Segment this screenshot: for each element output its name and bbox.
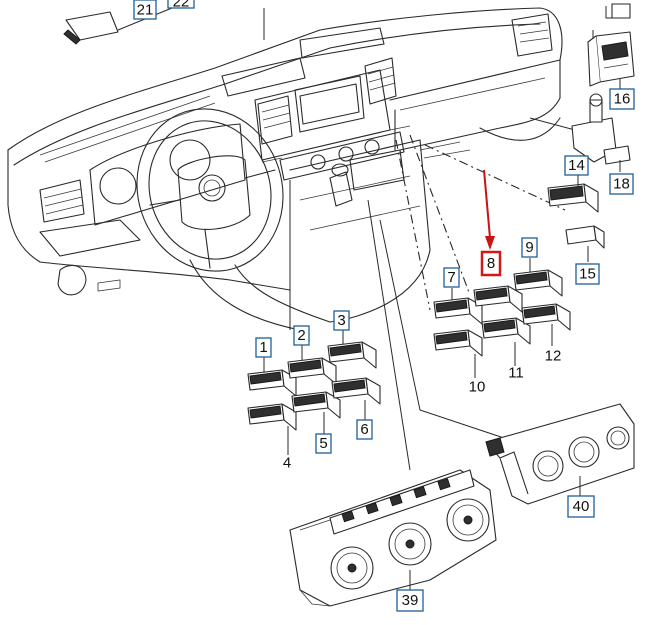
svg-text:22: 22 — [173, 0, 190, 11]
label-39: 39 — [396, 589, 424, 612]
svg-text:5: 5 — [319, 435, 327, 452]
svg-text:10: 10 — [469, 379, 486, 396]
svg-text:2: 2 — [297, 327, 305, 344]
svg-text:8: 8 — [487, 255, 495, 272]
switch-group-right — [433, 258, 571, 378]
svg-text:40: 40 — [573, 498, 590, 515]
switch-10[interactable] — [433, 329, 483, 357]
svg-text:11: 11 — [508, 365, 524, 382]
svg-text:4: 4 — [283, 455, 291, 472]
svg-text:1: 1 — [259, 339, 267, 356]
switch-4[interactable] — [247, 403, 297, 431]
svg-text:12: 12 — [545, 348, 562, 365]
svg-text:15: 15 — [579, 266, 596, 283]
svg-text:3: 3 — [337, 312, 345, 329]
label-6: 6 — [356, 419, 373, 440]
dashboard-illustration — [7, 7, 563, 331]
switch-group-left — [247, 330, 381, 455]
switch-6[interactable] — [331, 377, 381, 405]
connector-16[interactable] — [587, 31, 635, 87]
leader-lines — [117, 0, 594, 471]
label-2: 2 — [293, 325, 310, 346]
svg-text:21: 21 — [137, 2, 154, 19]
label-1: 1 — [255, 337, 272, 358]
label-9: 9 — [521, 237, 538, 258]
switch-3[interactable] — [327, 341, 377, 369]
label-18: 18 — [609, 173, 634, 195]
highlight-arrow — [483, 169, 495, 250]
switch-14[interactable] — [547, 183, 599, 213]
switch-1[interactable] — [247, 369, 297, 397]
svg-text:16: 16 — [614, 91, 631, 108]
label-40: 40 — [567, 495, 595, 518]
svg-text:18: 18 — [613, 176, 630, 193]
switch-5[interactable] — [291, 391, 341, 419]
label-3: 3 — [333, 310, 350, 331]
switch-12[interactable] — [521, 303, 571, 331]
part-top-right-small — [605, 3, 631, 19]
label-11: 11 — [508, 365, 524, 382]
climate-control-39[interactable] — [289, 469, 497, 607]
svg-text:6: 6 — [360, 421, 368, 438]
svg-text:7: 7 — [447, 269, 455, 286]
svg-text:14: 14 — [568, 157, 585, 174]
label-7: 7 — [443, 267, 460, 288]
climate-control-40[interactable] — [485, 403, 635, 505]
label-4: 4 — [283, 455, 291, 472]
label-10: 10 — [469, 379, 486, 396]
label-22: 22 — [167, 0, 195, 11]
label-12: 12 — [545, 348, 562, 365]
label-16: 16 — [609, 88, 635, 110]
label-8-highlighted: 8 — [480, 250, 502, 277]
switch-18[interactable] — [571, 93, 631, 165]
svg-text:9: 9 — [525, 239, 533, 256]
label-21: 21 — [133, 0, 157, 20]
svg-text:39: 39 — [402, 592, 419, 609]
switch-8[interactable] — [473, 285, 523, 313]
switch-2[interactable] — [287, 357, 337, 385]
label-14: 14 — [564, 155, 589, 176]
label-5: 5 — [315, 433, 332, 454]
switch-9[interactable] — [513, 269, 563, 297]
label-15: 15 — [575, 263, 600, 285]
switch-7[interactable] — [433, 297, 483, 325]
switch-11[interactable] — [481, 317, 531, 345]
switch-15[interactable] — [565, 225, 605, 249]
